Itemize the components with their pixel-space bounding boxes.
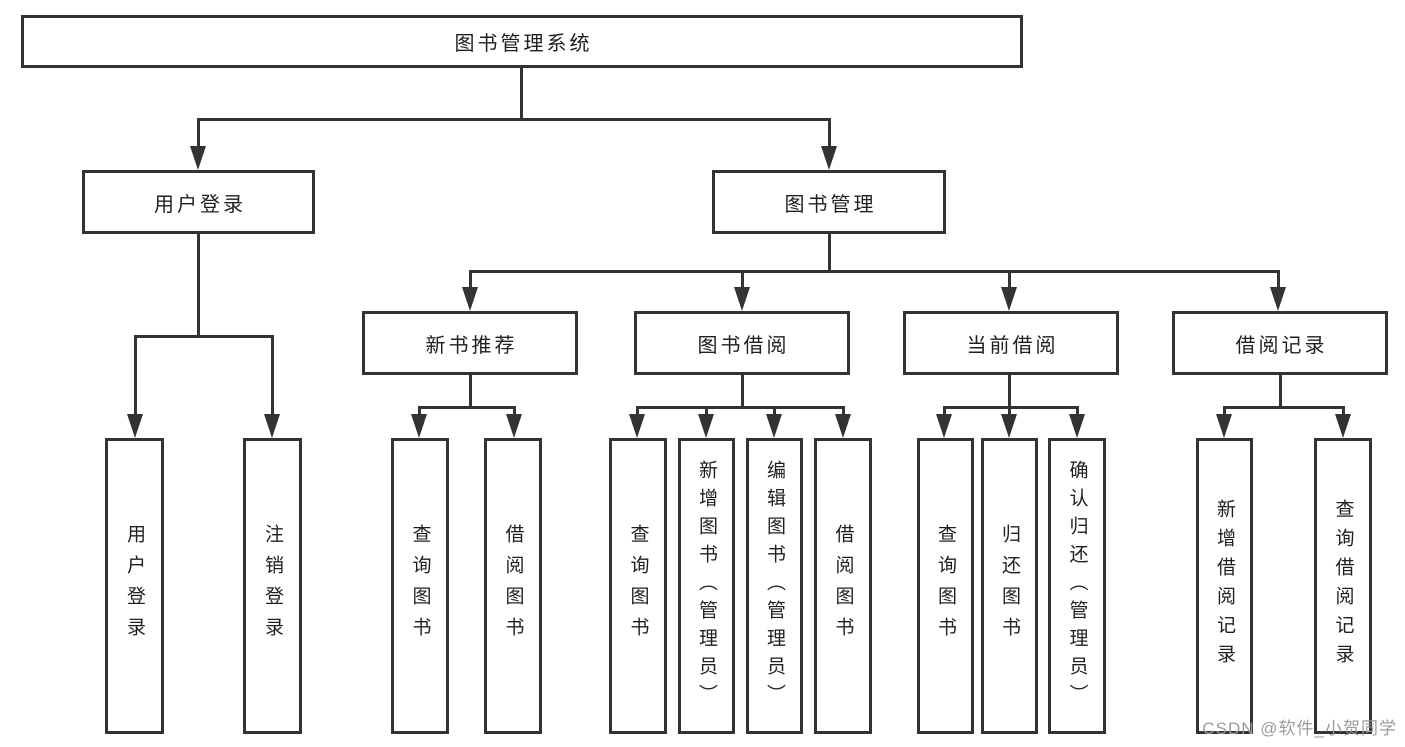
arrowhead-nb-borrow	[506, 414, 522, 438]
leaf-cb-confirm-return-admin: 确认归还（管理员）	[1048, 438, 1106, 734]
arrowhead-cb-return	[1001, 414, 1017, 438]
node-label: 当前借阅	[966, 334, 1059, 357]
csdn-watermark: CSDN @软件_小贺同学	[1202, 719, 1397, 738]
connector-drop-cb-confirm	[1075, 406, 1079, 418]
connector-drop-leaf-logout	[270, 335, 274, 417]
connector-current-borrowing-stem	[1007, 375, 1011, 409]
node-book-borrowing: 图书借阅	[634, 311, 850, 375]
leaf-label: 新增借阅记录	[1214, 499, 1235, 673]
node-library-management-system: 图书管理系统	[21, 15, 1023, 68]
connector-new-book-stem	[468, 375, 472, 409]
arrowhead-current-borrowing	[1001, 287, 1017, 311]
connector-book-borrowing-stem	[740, 375, 744, 409]
leaf-label: 查询借阅记录	[1332, 499, 1354, 673]
arrowhead-cb-confirm	[1069, 414, 1085, 438]
node-current-borrowing: 当前借阅	[903, 311, 1119, 375]
connector-drop-book-borrowing	[740, 270, 744, 290]
connector-drop-bb-query	[635, 406, 639, 418]
leaf-label: 编辑图书（管理员）	[764, 460, 785, 712]
leaf-label: 用户登录	[124, 524, 145, 648]
leaf-bb-borrow-books: 借阅图书	[814, 438, 872, 734]
arrowhead-bb-query	[629, 414, 645, 438]
arrowhead-bb-borrow	[835, 414, 851, 438]
arrowhead-leaf-user-login	[127, 414, 143, 438]
node-label: 图书借阅	[697, 334, 790, 357]
connector-root-rail	[196, 118, 831, 121]
node-label: 借阅记录	[1235, 334, 1328, 357]
arrowhead-nb-query	[411, 414, 427, 438]
node-label: 图书管理系统	[454, 33, 593, 55]
connector-drop-user-login	[196, 118, 200, 150]
connector-drop-nb-query	[417, 406, 421, 418]
connector-root-stem	[519, 66, 523, 120]
connector-borrowing-records-stem	[1278, 375, 1282, 409]
connector-drop-leaf-user-login	[133, 335, 137, 417]
connector-drop-bb-edit	[772, 406, 776, 418]
connector-drop-new-book	[468, 270, 472, 290]
leaf-label: 确认归还（管理员）	[1066, 460, 1088, 712]
leaf-bb-edit-books-admin: 编辑图书（管理员）	[746, 438, 803, 734]
connector-drop-br-query	[1341, 406, 1345, 418]
connector-book-management-stem	[827, 234, 831, 273]
leaf-cb-query-books: 查询图书	[917, 438, 974, 734]
connector-user-login-stem	[196, 234, 200, 337]
connector-drop-br-add	[1222, 406, 1226, 418]
connector-drop-nb-borrow	[512, 406, 516, 418]
leaf-nb-query-books: 查询图书	[391, 438, 449, 734]
arrowhead-bb-add	[698, 414, 714, 438]
leaf-bb-add-books-admin: 新增图书（管理员）	[678, 438, 735, 734]
leaf-cb-return-books: 归还图书	[981, 438, 1038, 734]
arrowhead-cb-query	[936, 414, 952, 438]
leaf-br-query-record: 查询借阅记录	[1314, 438, 1372, 734]
leaf-user-login: 用户登录	[105, 438, 164, 734]
leaf-nb-borrow-books: 借阅图书	[484, 438, 542, 734]
leaf-label: 归还图书	[999, 524, 1020, 648]
leaf-label: 借阅图书	[832, 524, 854, 648]
arrowhead-book-management	[821, 146, 837, 170]
leaf-label: 注销登录	[262, 524, 283, 648]
connector-drop-bb-add	[704, 406, 708, 418]
leaf-label: 查询图书	[627, 524, 649, 648]
connector-new-book-rail	[417, 406, 516, 409]
arrowhead-borrowing-records	[1270, 287, 1286, 311]
arrowhead-bb-edit	[766, 414, 782, 438]
leaf-label: 查询图书	[935, 524, 956, 648]
connector-book-borrowing-rail	[635, 406, 845, 409]
arrowhead-book-borrowing	[734, 287, 750, 311]
connector-borrowing-records-rail	[1222, 406, 1345, 409]
arrowhead-br-query	[1335, 414, 1351, 438]
connector-drop-current-borrowing	[1007, 270, 1011, 290]
connector-drop-cb-return	[1007, 406, 1011, 418]
leaf-label: 新增图书（管理员）	[696, 460, 717, 712]
connector-user-login-rail	[133, 335, 274, 338]
node-new-book-recommendation: 新书推荐	[362, 311, 578, 375]
arrowhead-br-add	[1216, 414, 1232, 438]
node-borrowing-records: 借阅记录	[1172, 311, 1388, 375]
node-label: 图书管理	[784, 193, 877, 216]
arrowhead-new-book	[462, 287, 478, 311]
node-user-login: 用户登录	[82, 170, 315, 234]
connector-drop-cb-query	[942, 406, 946, 418]
connector-drop-bb-borrow	[841, 406, 845, 418]
arrowhead-leaf-logout	[264, 414, 280, 438]
node-label: 新书推荐	[425, 334, 518, 357]
arrowhead-user-login	[190, 146, 206, 170]
connector-drop-borrowing-records	[1276, 270, 1280, 290]
leaf-label: 借阅图书	[502, 524, 524, 648]
leaf-br-add-record: 新增借阅记录	[1196, 438, 1253, 734]
node-book-management: 图书管理	[712, 170, 946, 234]
connector-current-borrowing-rail	[942, 406, 1079, 409]
leaf-label: 查询图书	[409, 524, 431, 648]
leaf-bb-query-books: 查询图书	[609, 438, 667, 734]
connector-drop-book-management	[827, 118, 831, 150]
leaf-logout: 注销登录	[243, 438, 302, 734]
connector-book-management-rail	[468, 270, 1280, 273]
node-label: 用户登录	[154, 193, 246, 216]
